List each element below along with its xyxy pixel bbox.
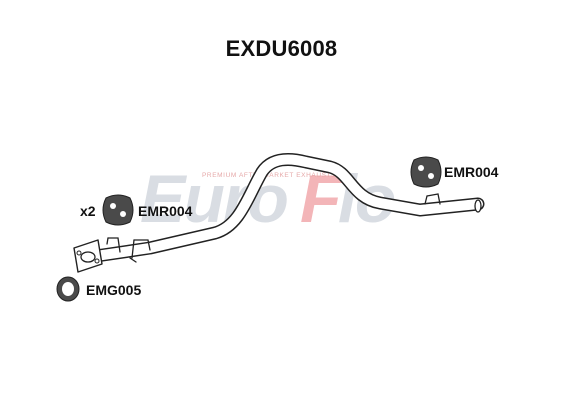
pipe-hanger-bracket-rear [424,193,441,205]
part-code-emr004-right: EMR004 [444,164,499,180]
inlet-flange-icon [73,239,103,273]
rubber-hanger-icon [102,194,134,226]
rubber-hanger-icon [410,156,442,188]
pipe-hanger-bracket-front [106,237,121,253]
gasket-ring-icon [56,276,80,302]
exhaust-pipe-icon [89,152,485,263]
diagram-title: EXDU6008 [225,36,338,61]
pipe-hanger-bracket-middle [129,239,151,263]
hanger-quantity-label: x2 [80,203,96,219]
part-code-emg005: EMG005 [86,282,142,298]
part-code-emr004-left: EMR004 [138,203,193,219]
